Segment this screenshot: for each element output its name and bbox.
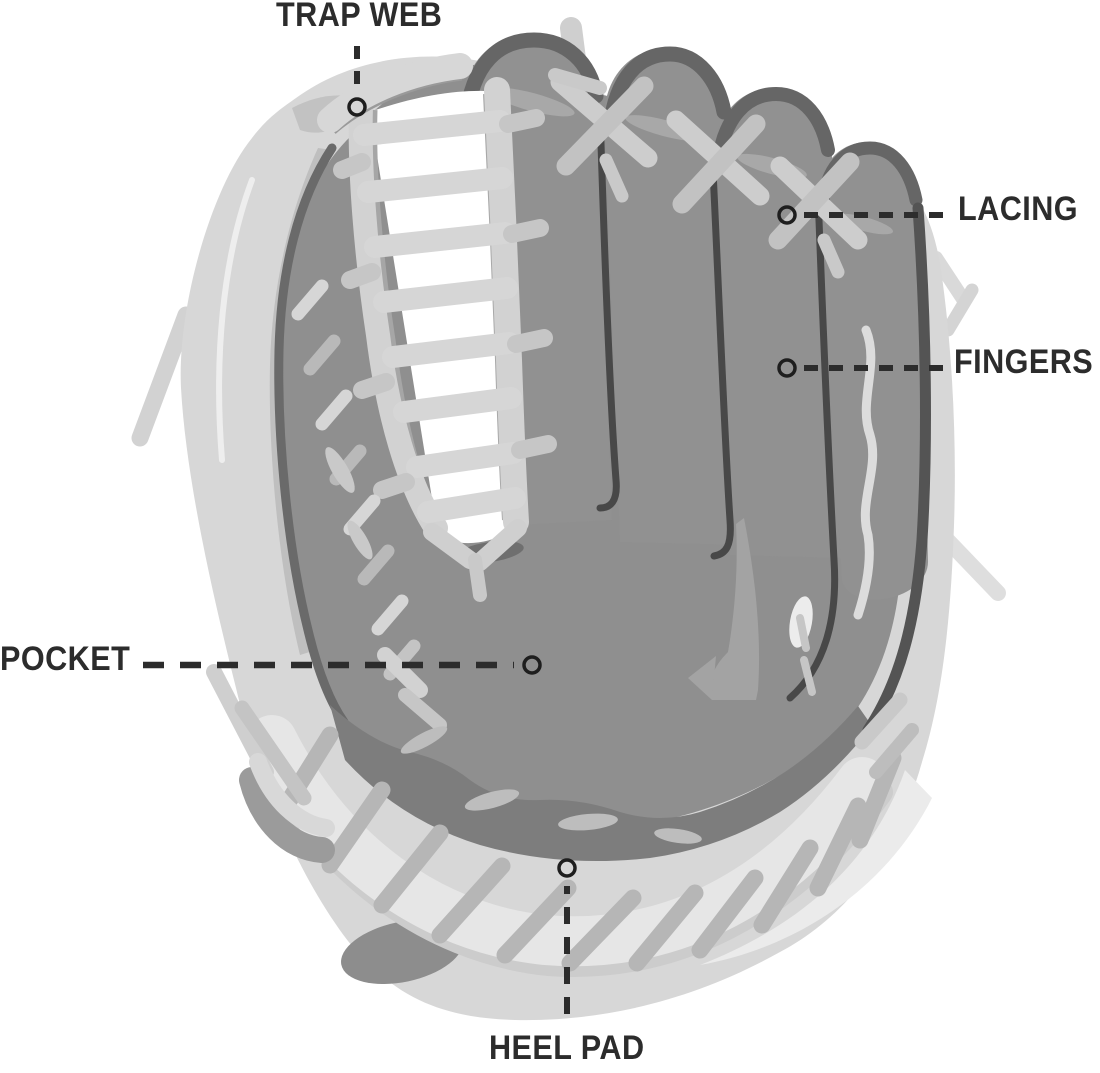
- thumb-highlight: [216, 177, 255, 463]
- palm-arrow-tip: [688, 656, 716, 700]
- leader-lines: [143, 46, 943, 1014]
- heel-band: [247, 715, 887, 967]
- lacing-marker: [777, 205, 797, 225]
- left-lace-cluster: [206, 664, 335, 863]
- pinky-wavy-highlight: [853, 325, 878, 620]
- heel-pad-marker: [557, 858, 577, 878]
- label-lacing: LACING: [958, 190, 1078, 228]
- palm-arrow-shading: [710, 518, 760, 700]
- heel-laces: [273, 726, 902, 972]
- loose-lace-right-2: [941, 283, 979, 337]
- palm-highlight-dashes: [400, 726, 702, 844]
- fingers-marker: [777, 358, 797, 378]
- label-heel-pad: HEEL PAD: [489, 1029, 645, 1067]
- heel-shadow-wave: [330, 705, 872, 862]
- trap-web-ladder: [317, 53, 557, 602]
- right-wrap-laces: [796, 614, 919, 779]
- label-trap-web: TRAP WEB: [276, 0, 443, 34]
- label-pocket: POCKET: [0, 640, 131, 678]
- loose-lace-right-1: [929, 251, 970, 306]
- glove-body: [131, 17, 1006, 1021]
- pocket-marker: [522, 655, 542, 675]
- thumb-seam: [274, 143, 349, 727]
- trap-web-marker: [347, 97, 367, 117]
- outer-halo: [700, 770, 932, 965]
- finger-cross-laces: [548, 68, 868, 279]
- label-fingers: FINGERS: [954, 343, 1094, 381]
- loose-lace-left: [131, 306, 195, 447]
- thumb-lace-trail: [291, 279, 447, 732]
